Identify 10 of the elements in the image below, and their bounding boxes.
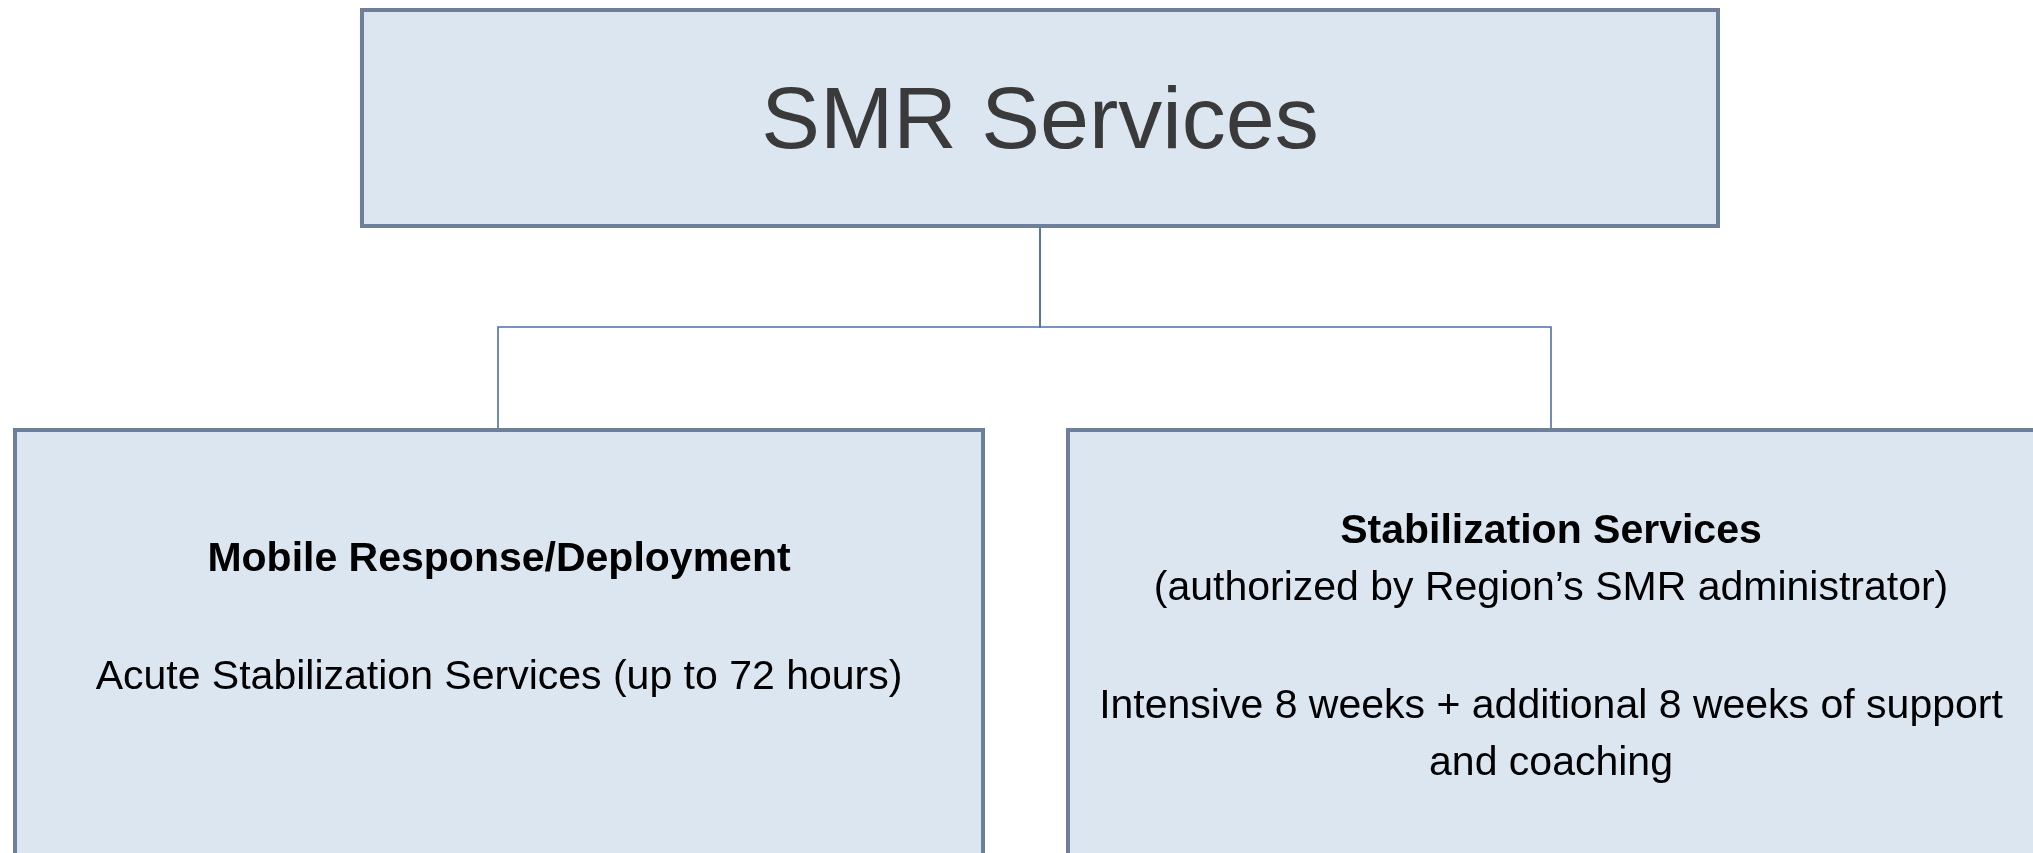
box-text: Intensive 8 weeks + additional 8 weeks of support and coaching [1098,680,2004,786]
connector-line [1039,227,1552,429]
org-box [13,428,985,853]
box-text: Acute Stabilization Services (up to 72 hours) [95,651,903,700]
org-box [1066,428,2033,853]
box-heading: Stabilization Services [1340,505,1763,554]
box-text: (authorized by Region’s SMR administrator) [1153,562,1950,611]
box-title: SMR Services [761,74,1319,162]
org-box [360,8,1720,228]
box-heading: Mobile Response/Deployment [207,533,791,582]
